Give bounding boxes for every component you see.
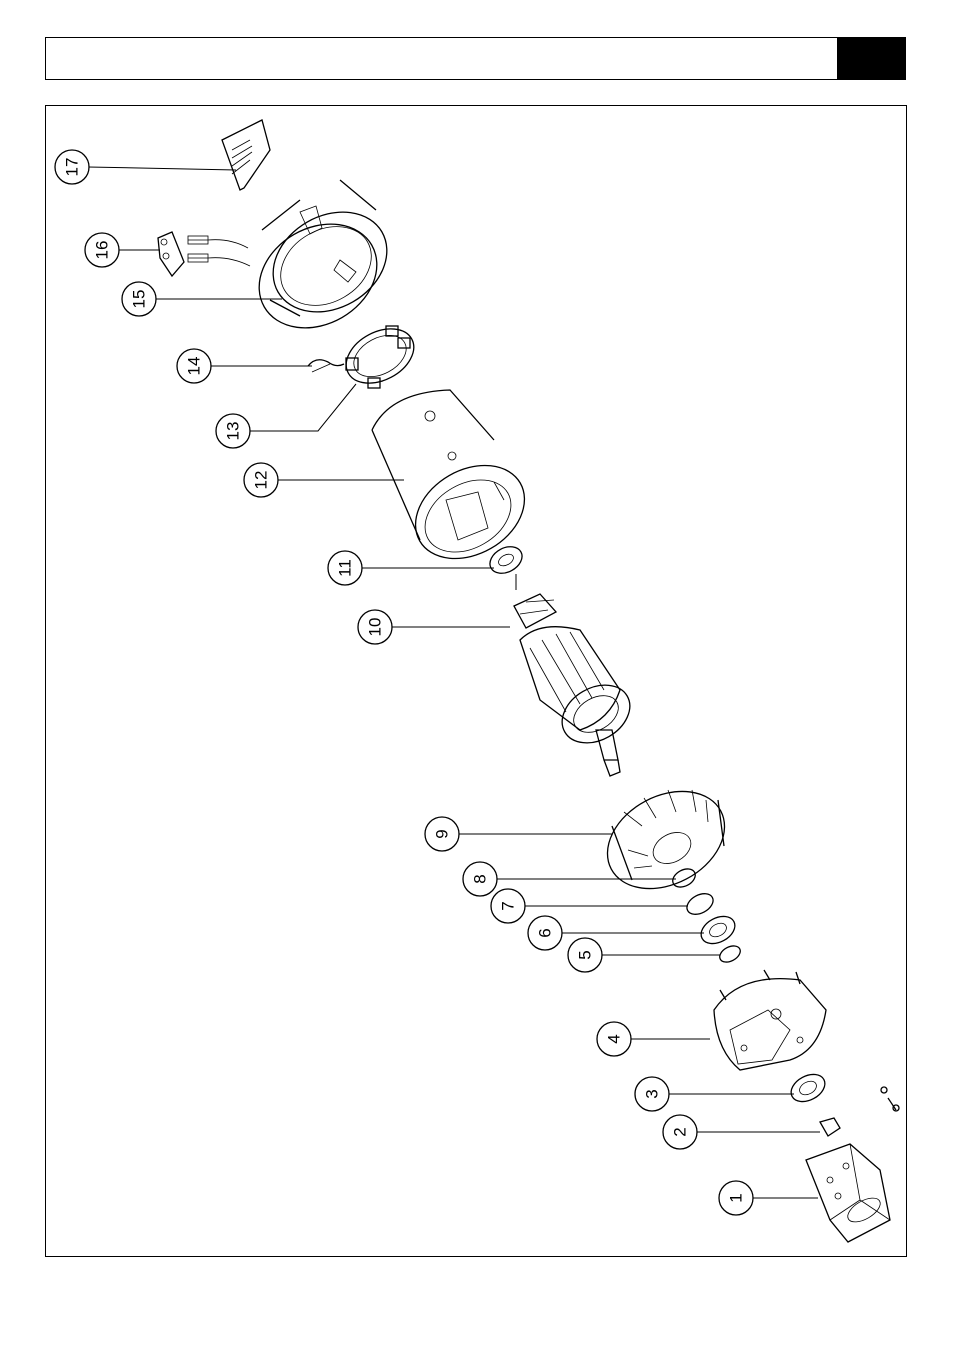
part-8-ring [670, 865, 699, 890]
part-13-brush-ring [337, 318, 423, 394]
callout-2-label: 2 [671, 1127, 690, 1136]
callout-17: 17 [55, 150, 89, 184]
callout-12: 12 [244, 463, 278, 497]
callout-3-label: 3 [643, 1089, 662, 1098]
callout-1: 1 [719, 1181, 753, 1215]
part-14-brush-spring [308, 360, 344, 372]
callout-10: 10 [358, 610, 392, 644]
callout-3: 3 [635, 1077, 669, 1111]
callout-12-label: 12 [252, 471, 271, 490]
screw-set [881, 1087, 899, 1111]
callout-15: 15 [122, 282, 156, 316]
callout-8-label: 8 [471, 874, 490, 883]
callout-5: 5 [568, 938, 602, 972]
callout-7-label: 7 [499, 901, 518, 910]
part-5-circlip [717, 943, 743, 966]
part-6-bearing [696, 911, 739, 949]
callout-6: 6 [528, 916, 562, 950]
callout-4-label: 4 [605, 1034, 624, 1043]
callout-13: 13 [216, 414, 250, 448]
part-2-coupling [820, 1118, 840, 1136]
part-3-bearing [786, 1069, 829, 1107]
part-9-fan [591, 772, 742, 908]
callout-16-label: 16 [93, 241, 112, 260]
callout-5-label: 5 [576, 950, 595, 959]
leader-lines [88, 167, 820, 1198]
callout-9-label: 9 [433, 829, 452, 838]
callout-8: 8 [463, 862, 497, 896]
part-17-cover-plate [222, 120, 270, 190]
callout-16: 16 [85, 233, 119, 267]
part-10-armature [514, 594, 640, 776]
callout-9: 9 [425, 817, 459, 851]
part-15-end-housing [240, 180, 405, 349]
part-7-washer [683, 889, 716, 918]
callout-10-label: 10 [366, 618, 385, 637]
part-16-brush-holder [158, 232, 250, 276]
callout-14-label: 14 [185, 357, 204, 376]
callout-2: 2 [663, 1115, 697, 1149]
callout-15-label: 15 [130, 290, 149, 309]
callout-7: 7 [491, 889, 525, 923]
part-4-flange [714, 970, 826, 1070]
callout-1-label: 1 [727, 1193, 746, 1202]
callout-4: 4 [597, 1022, 631, 1056]
callout-14: 14 [177, 349, 211, 383]
callout-17-label: 17 [63, 158, 82, 177]
callout-11-label: 11 [336, 559, 355, 577]
callout-11: 11 [328, 551, 362, 585]
callout-13-label: 13 [224, 422, 243, 441]
part-1-pump-body [806, 1144, 890, 1242]
callout-6-label: 6 [536, 928, 555, 937]
